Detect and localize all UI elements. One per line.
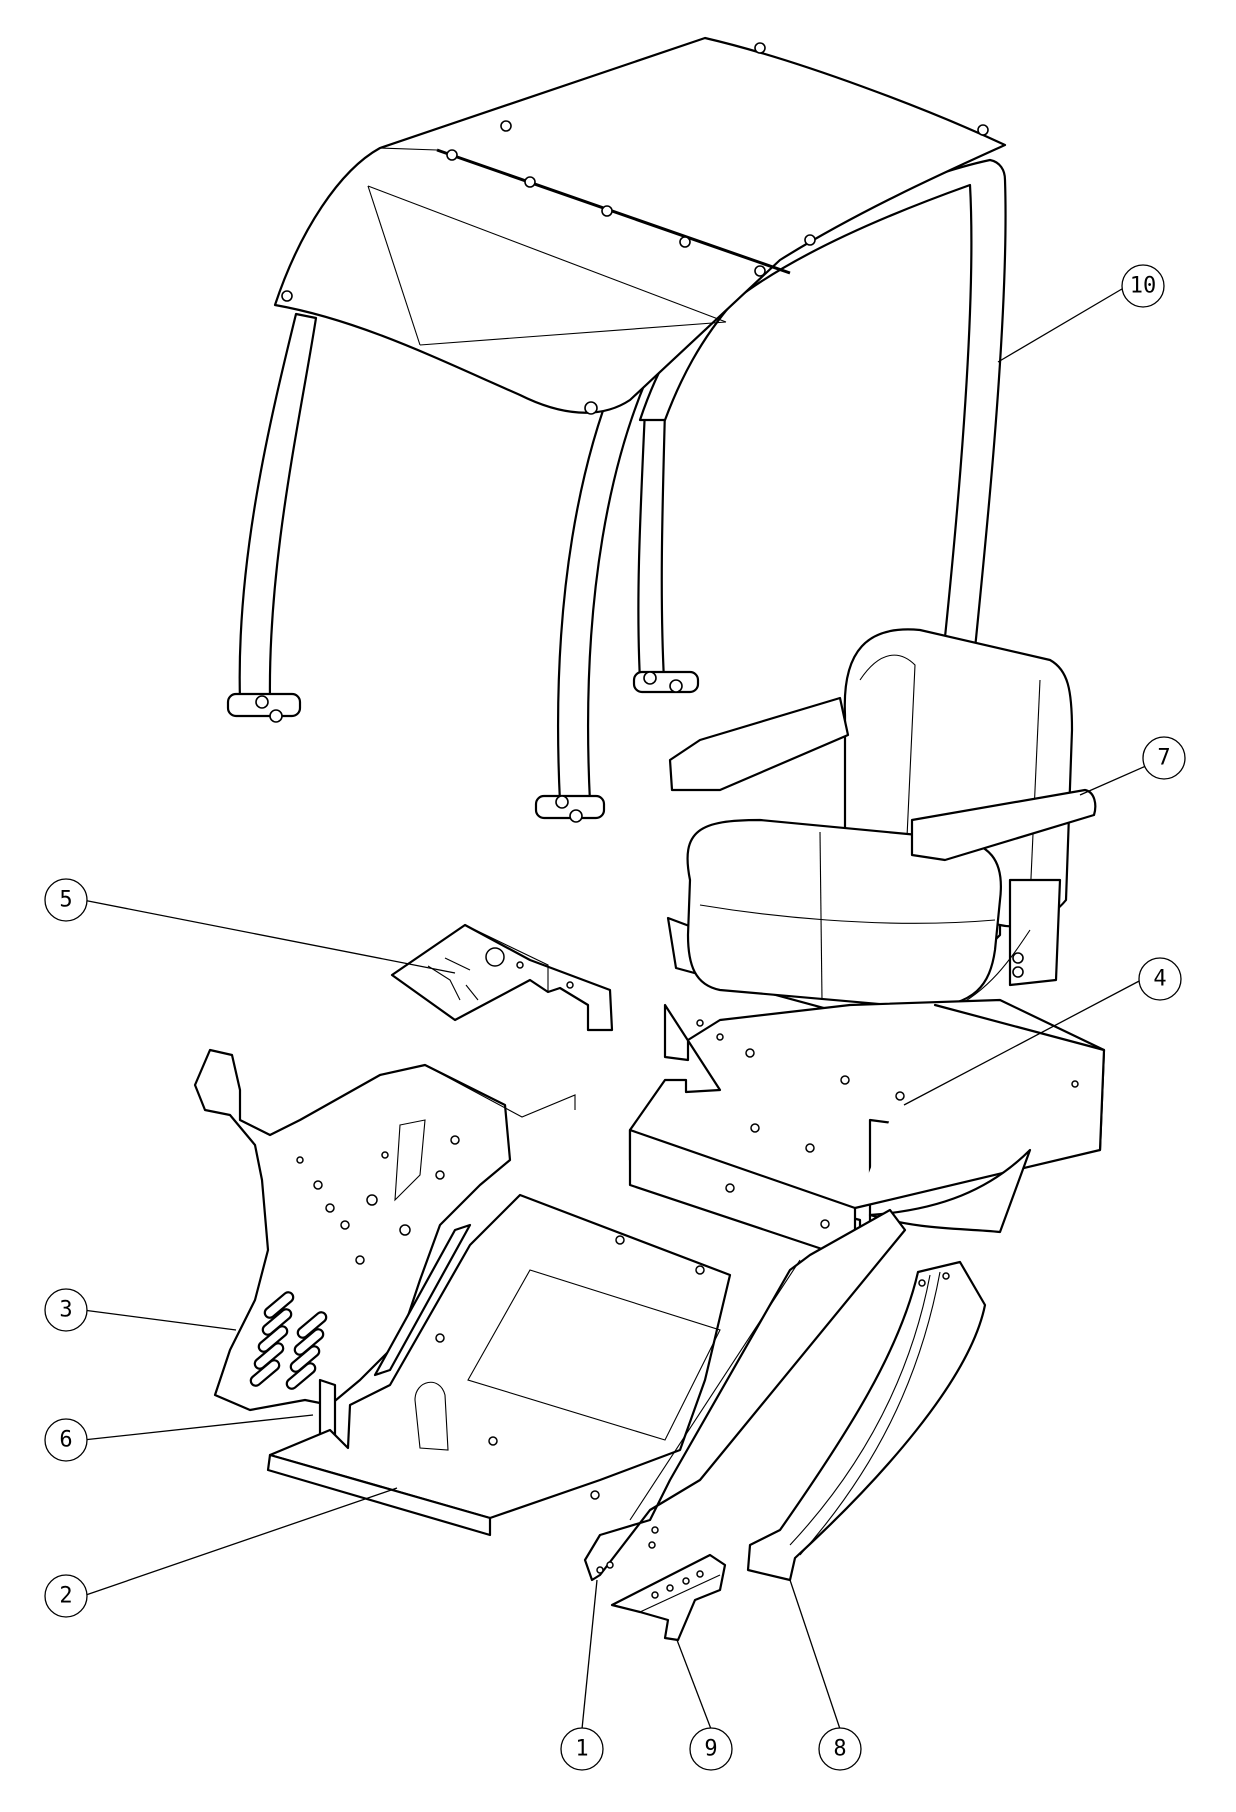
callout-7: 7 [1142,736,1186,780]
leader-line-9 [676,1639,712,1730]
callout-6-label: 6 [59,1428,72,1453]
part-floor-pan [266,1193,732,1537]
callout-9-circle [689,1727,733,1771]
leader-line-2 [82,1487,398,1597]
callout-1-circle [560,1727,604,1771]
leader-line-4 [903,978,1144,1106]
callout-3-circle [44,1288,88,1332]
callout-8-label: 8 [833,1737,846,1762]
part-seat [666,628,1097,1032]
callout-5-label: 5 [59,888,72,913]
callout-2-circle [44,1574,88,1618]
callout-1: 1 [560,1727,604,1771]
leader-line-5 [82,899,456,974]
callout-7-label: 7 [1157,746,1170,771]
callout-3-label: 3 [59,1298,72,1323]
callout-8: 8 [818,1727,862,1771]
part-seat-platform [628,998,1106,1262]
part-fender-guard [746,1260,987,1582]
callout-5: 5 [44,878,88,922]
part-side-rail [583,1208,907,1582]
callout-5-circle [44,878,88,922]
callout-6: 6 [44,1418,88,1462]
leader-lines [82,285,1165,1730]
callout-9-label: 9 [704,1737,717,1762]
leader-line-6 [82,1414,314,1441]
callout-10-circle [1121,264,1165,308]
callout-2-label: 2 [59,1584,72,1609]
callout-9: 9 [689,1727,733,1771]
callout-7-circle [1142,736,1186,780]
leader-line-1 [581,1579,598,1730]
callout-1-label: 1 [575,1737,588,1762]
callout-10: 10 [1121,264,1165,308]
leader-line-3 [82,1309,237,1331]
leader-line-8 [789,1579,841,1730]
callout-6-circle [44,1418,88,1462]
part-step-bracket [610,1553,727,1642]
callout-10-label: 10 [1130,274,1157,299]
callout-4-circle [1138,957,1182,1001]
leader-line-10 [997,285,1128,363]
callout-4: 4 [1138,957,1182,1001]
callout-8-circle [818,1727,862,1771]
callout-3: 3 [44,1288,88,1332]
part-bracket-plate [390,923,614,1032]
part-front-panel [193,1048,576,1412]
callout-4-label: 4 [1153,967,1166,992]
callout-2: 2 [44,1574,88,1618]
